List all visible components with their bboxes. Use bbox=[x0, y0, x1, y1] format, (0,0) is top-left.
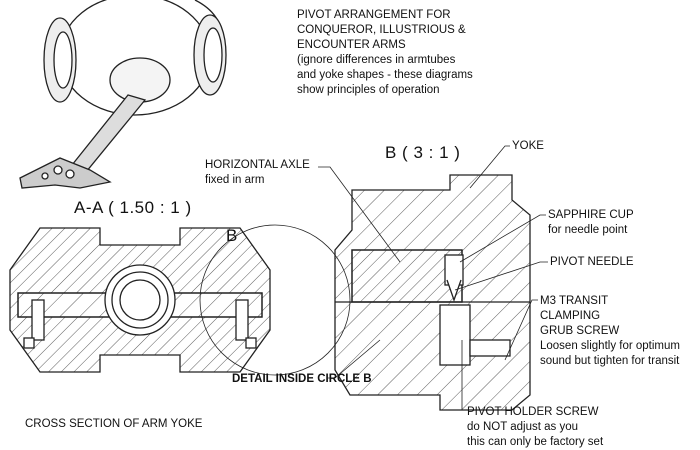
title-note: (ignore differences in armtubes bbox=[297, 54, 456, 66]
annotation-sapphire-cup: SAPPHIRE CUP for needle point bbox=[548, 208, 634, 238]
annotation-title: M3 TRANSIT bbox=[540, 295, 609, 307]
section-label: A-A ( 1.50 : 1 ) bbox=[74, 198, 192, 217]
annotation-note: fixed in arm bbox=[205, 174, 265, 186]
annotation-title: SAPPHIRE CUP bbox=[548, 209, 634, 221]
title-note: and yoke shapes - these diagrams bbox=[297, 69, 473, 81]
title-block: PIVOT ARRANGEMENT FOR CONQUEROR, ILLUSTR… bbox=[297, 8, 473, 98]
annotation-note: do NOT adjust as you bbox=[467, 421, 579, 433]
caption: CROSS SECTION OF ARM YOKE bbox=[25, 418, 203, 430]
annotation-note: for needle point bbox=[548, 224, 628, 236]
section-a-a bbox=[9, 224, 351, 376]
detail-b-view bbox=[334, 174, 531, 411]
title-line: ENCOUNTER ARMS bbox=[297, 39, 406, 51]
annotation-title: PIVOT HOLDER SCREW bbox=[467, 406, 599, 418]
annotation-grub-screw: M3 TRANSIT CLAMPING GRUB SCREW Loosen sl… bbox=[540, 294, 680, 369]
title-line: CONQUEROR, ILLUSTRIOUS & bbox=[297, 24, 466, 36]
annotation-detail-inside: DETAIL INSIDE CIRCLE B bbox=[232, 373, 372, 385]
annotation-horizontal-axle: HORIZONTAL AXLE fixed in arm bbox=[205, 158, 310, 188]
annotation-note: sound but tighten for transit bbox=[540, 355, 680, 367]
annotation-note: Loosen slightly for optimum bbox=[540, 340, 680, 352]
annotation-title: CLAMPING bbox=[540, 310, 601, 322]
annotation-title: HORIZONTAL AXLE bbox=[205, 159, 310, 171]
annotation-title: GRUB SCREW bbox=[540, 325, 620, 337]
arm-3d-view bbox=[19, 0, 227, 189]
annotation-pivot-holder: PIVOT HOLDER SCREW do NOT adjust as you … bbox=[467, 405, 603, 450]
circle-label: B bbox=[226, 226, 238, 245]
detail-label: B ( 3 : 1 ) bbox=[385, 143, 461, 162]
annotation-pivot-needle: PIVOT NEEDLE bbox=[550, 256, 634, 268]
title-line: PIVOT ARRANGEMENT FOR bbox=[297, 9, 451, 21]
title-note: show principles of operation bbox=[297, 84, 440, 96]
annotation-note: this can only be factory set bbox=[467, 436, 604, 448]
leader-lines bbox=[318, 145, 548, 411]
annotation-yoke: YOKE bbox=[512, 140, 544, 152]
